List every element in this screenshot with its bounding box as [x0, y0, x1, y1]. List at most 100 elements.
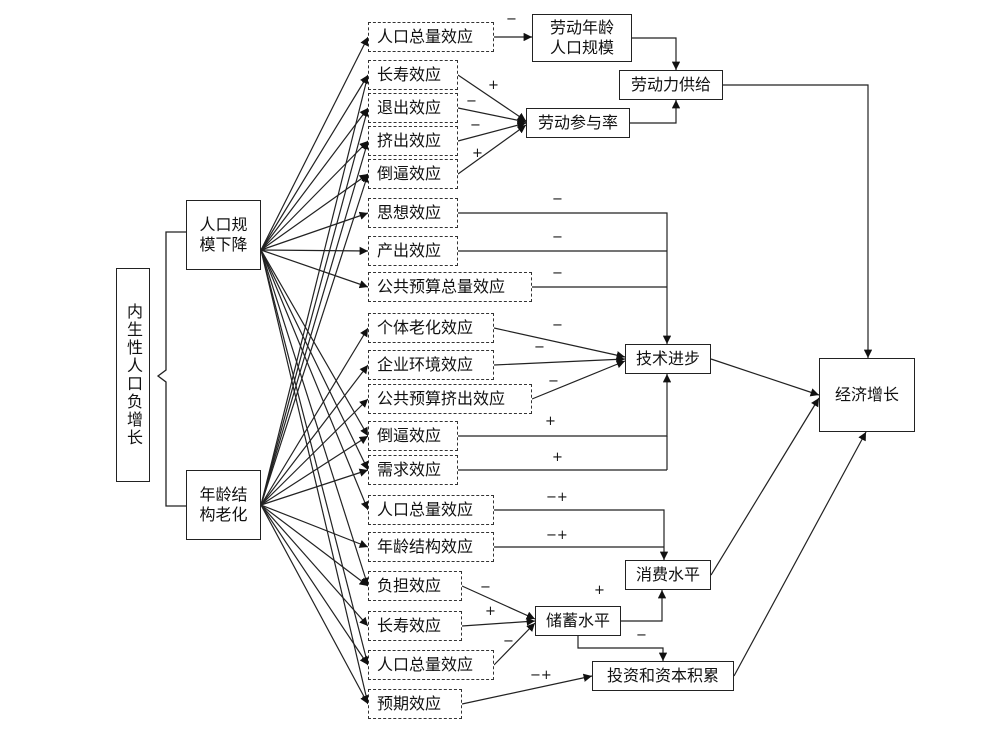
connector-1 [260, 36, 369, 251]
sign-exit-to-participation: − [466, 94, 477, 109]
connector-53 [621, 590, 667, 622]
connector-41 [493, 355, 626, 366]
sign-crowding-to-participation: − [470, 118, 481, 133]
node-investment-capital-accumulation: 投资和资本积累 [592, 661, 734, 691]
effect-longevity-1: 长寿效应 [368, 60, 458, 90]
connector-27 [260, 504, 369, 666]
connector-2 [260, 74, 369, 251]
sign-forcing-to-participation: + [472, 146, 483, 161]
connector-15 [260, 74, 371, 506]
node-technological-progress: 技术进步 [625, 344, 711, 374]
connector-6 [260, 211, 369, 251]
connector-3 [260, 107, 369, 251]
sign-demand-to-tech: + [552, 450, 563, 465]
sign-budget-crowding-to-tech: − [548, 374, 559, 389]
effect-demand: 需求效应 [368, 455, 458, 485]
effect-longevity-2: 长寿效应 [368, 611, 462, 641]
connector-12 [260, 249, 370, 587]
effect-total-population-1: 人口总量效应 [368, 22, 494, 52]
connector-25 [260, 504, 369, 587]
connector-46 [710, 358, 820, 397]
connector-31 [630, 100, 681, 124]
sign-budget-total-to-tech: − [552, 266, 563, 281]
root-brace [156, 231, 186, 507]
connector-17 [260, 140, 370, 506]
connector-11 [260, 249, 369, 511]
connector-49 [710, 397, 820, 576]
sign-age-structure-to-consumption: −+ [546, 528, 568, 543]
sign-expectation-to-investment: −+ [530, 668, 552, 683]
sign-longevity-to-participation: + [488, 78, 499, 93]
connector-8 [260, 249, 369, 289]
sign-business-env-to-tech: − [534, 340, 545, 355]
connector-56 [733, 431, 867, 677]
connector-51 [461, 617, 536, 627]
connector-34 [457, 121, 527, 142]
connector-9 [260, 249, 369, 437]
cause-age-structure-aging: 年龄结 构老化 [186, 470, 261, 540]
sign-output-to-tech: − [552, 230, 563, 245]
connector-16 [260, 107, 370, 506]
sign-burden-to-savings: − [480, 580, 491, 595]
connector-26 [260, 504, 369, 627]
effect-crowding-out: 挤出效应 [368, 126, 458, 156]
sign-ideology-to-tech: − [552, 192, 563, 207]
connector-55 [461, 673, 593, 705]
connector-36 [723, 84, 873, 358]
connector-19 [260, 327, 369, 506]
node-savings-level: 储蓄水平 [535, 606, 621, 636]
connector-30 [632, 37, 681, 70]
connector-35 [457, 124, 527, 175]
connector-14 [260, 249, 371, 705]
connector-50 [461, 585, 536, 620]
connector-13 [260, 249, 370, 666]
sign-total-pop-to-savings: − [503, 634, 514, 649]
connector-23 [260, 468, 369, 506]
effect-forcing-1: 倒逼效应 [368, 159, 458, 189]
effect-output: 产出效应 [368, 236, 458, 266]
connector-54 [577, 636, 668, 661]
node-labor-participation-rate: 劳动参与率 [526, 108, 630, 138]
connector-28 [260, 504, 369, 705]
connector-21 [260, 398, 369, 506]
connector-20 [260, 364, 369, 506]
effect-burden: 负担效应 [368, 571, 462, 601]
connector-42 [531, 360, 626, 400]
effect-age-structure: 年龄结构效应 [368, 532, 494, 562]
effect-individual-aging: 个体老化效应 [368, 313, 494, 343]
connector-4 [260, 140, 369, 251]
sign-longevity-to-savings: + [485, 604, 496, 619]
sign-total-pop-to-working-age: − [506, 12, 517, 27]
effect-forcing-2: 倒逼效应 [368, 421, 458, 451]
connector-37 [458, 212, 672, 344]
effect-exit: 退出效应 [368, 93, 458, 123]
connector-52 [493, 622, 536, 666]
connector-47 [494, 509, 669, 560]
sign-total-pop-to-consumption: −+ [546, 490, 568, 505]
connector-5 [260, 173, 369, 251]
effect-public-budget-crowding: 公共预算挤出效应 [368, 384, 532, 414]
effect-ideology: 思想效应 [368, 198, 458, 228]
connector-24 [260, 504, 369, 548]
sign-individual-aging-to-tech: − [552, 318, 563, 333]
sign-forcing-to-tech: + [545, 414, 556, 429]
connector-22 [260, 435, 369, 506]
connector-18 [260, 173, 370, 506]
node-labor-supply: 劳动力供给 [619, 70, 723, 100]
node-consumption-level: 消费水平 [625, 560, 711, 590]
sign-savings-to-consumption: + [594, 583, 605, 598]
cause-population-scale-decline: 人口规 模下降 [186, 200, 261, 270]
effect-expectation: 预期效应 [368, 689, 462, 719]
sign-savings-to-investment: − [636, 628, 647, 643]
effect-business-environment: 企业环境效应 [368, 350, 494, 380]
effect-total-population-2: 人口总量效应 [368, 495, 494, 525]
connector-32 [457, 74, 527, 122]
connector-40 [493, 327, 626, 360]
node-working-age-population: 劳动年龄 人口规模 [532, 14, 632, 62]
effect-total-population-3: 人口总量效应 [368, 650, 494, 680]
connector-33 [457, 107, 527, 125]
connector-7 [260, 246, 369, 256]
node-economic-growth: 经济增长 [819, 358, 915, 432]
